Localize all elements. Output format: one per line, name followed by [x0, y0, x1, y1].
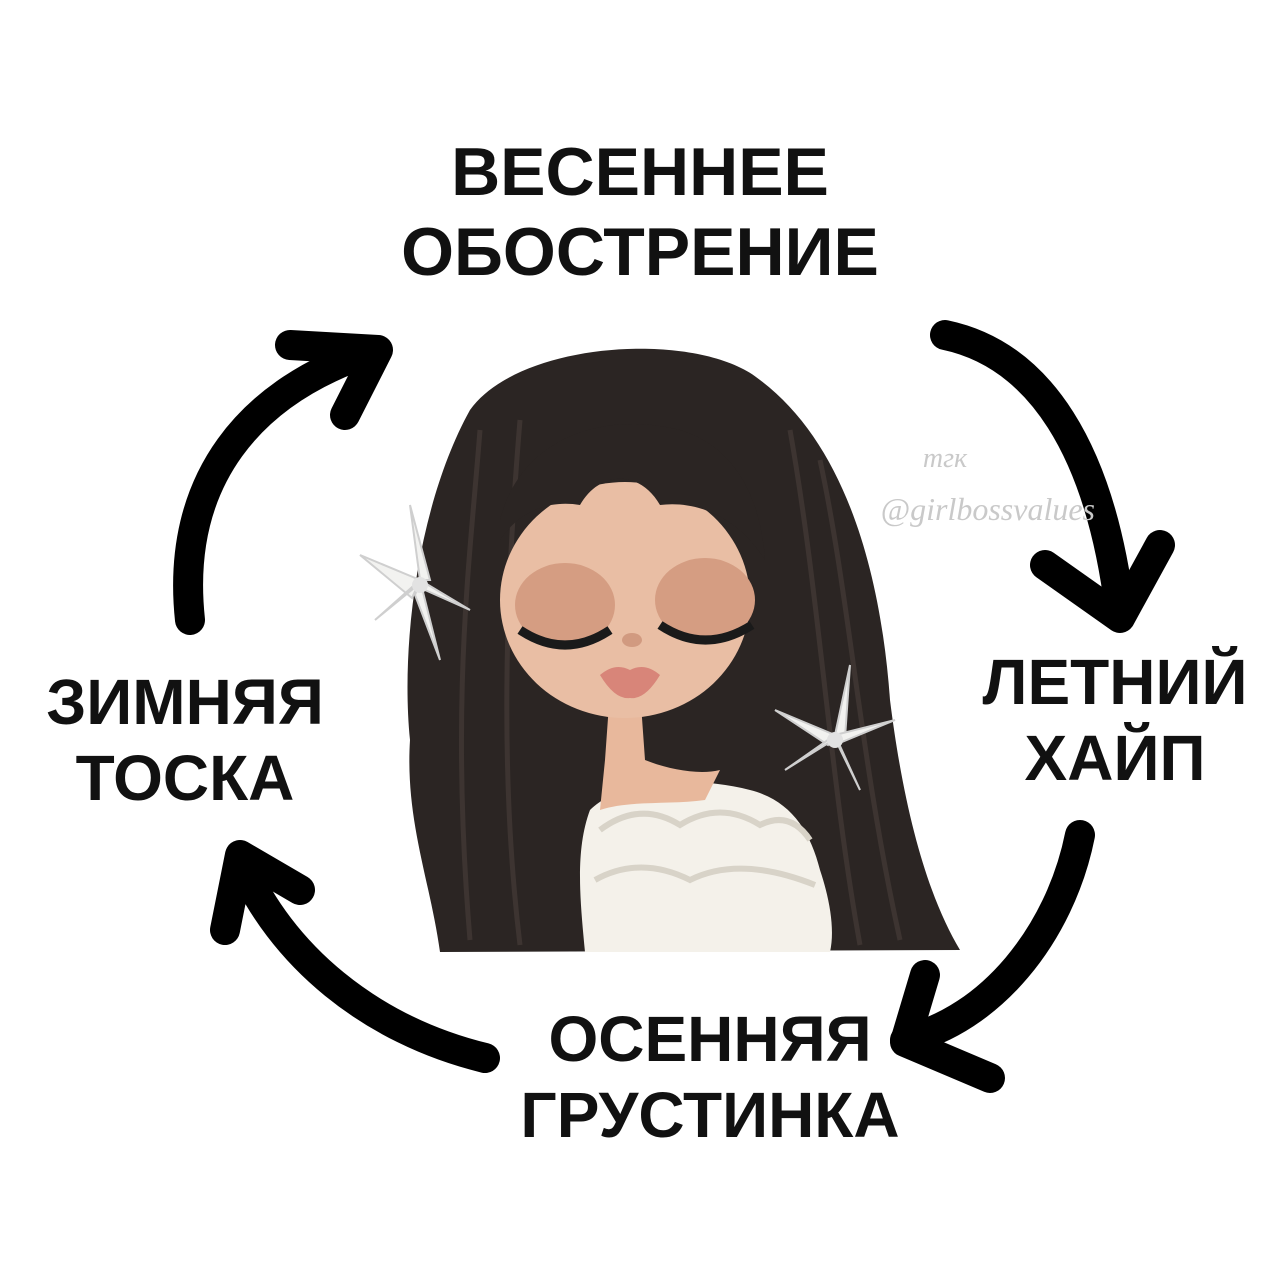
doll-fringe [500, 424, 765, 560]
label-autumn-line1: ОСЕННЯЯ [548, 1003, 872, 1075]
label-spring-line1: ВЕСЕННЕЕ [451, 134, 829, 210]
doll-lashes-right [657, 621, 755, 645]
doll-lashes-left [517, 626, 613, 650]
label-summer: ЛЕТНИЙ ХАЙП [950, 645, 1280, 796]
label-summer-line2: ХАЙП [1024, 721, 1206, 794]
doll-nose [622, 633, 642, 647]
lily-flower-icon [359, 504, 471, 661]
watermark-handle: @girlbossvalues [880, 491, 1095, 527]
doll-hair-strands [458, 419, 903, 946]
curved-arrow-icon [930, 320, 1175, 633]
label-winter-line1: ЗИМНЯЯ [46, 666, 324, 738]
curved-arrow-icon [173, 330, 393, 635]
doll-eyelid-right [655, 558, 755, 642]
curved-arrow-icon [890, 820, 1095, 1093]
doll-lips [600, 666, 660, 699]
doll-eyelid-left [515, 563, 615, 647]
doll-dress-lace [593, 809, 817, 888]
label-spring: ВЕСЕННЕЕ ОБОСТРЕНИЕ [340, 132, 940, 292]
doll-face [500, 482, 750, 718]
label-winter: ЗИМНЯЯ ТОСКА [0, 665, 370, 816]
label-winter-line2: ТОСКА [75, 741, 295, 814]
lily-flower-icon [774, 664, 896, 791]
label-autumn-line2: ГРУСТИНКА [520, 1078, 900, 1151]
curved-arrow-icon [210, 840, 500, 1073]
doll-neck [600, 690, 720, 810]
watermark-tgk: тгк [922, 443, 968, 474]
label-summer-line1: ЛЕТНИЙ [982, 646, 1248, 718]
label-spring-line2: ОБОСТРЕНИЕ [401, 214, 879, 291]
label-autumn: ОСЕННЯЯ ГРУСТИНКА [430, 1002, 990, 1153]
